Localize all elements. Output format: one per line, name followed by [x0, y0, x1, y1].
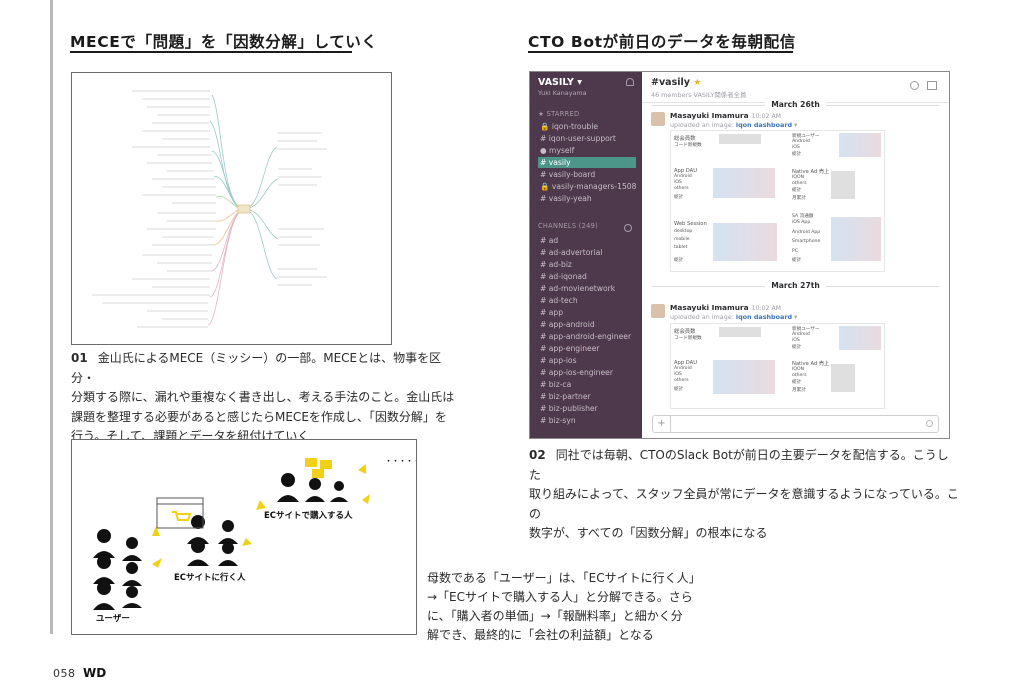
message-time: 10:02 AM: [751, 305, 782, 312]
sidebar-item-iqon-trouble[interactable]: 🔒 iqon-trouble: [540, 122, 598, 131]
sidebar-item-channel[interactable]: # biz-ca: [540, 380, 572, 389]
sidebar-item-channel[interactable]: # ad-biz: [540, 260, 572, 269]
sidebar-item-myself[interactable]: ● myself: [540, 146, 575, 155]
mece-mindmap: [92, 90, 327, 328]
caption-01-line: 分類する際に、漏れや重複なく書き出し、考える手法のこと。金山氏は: [71, 390, 455, 404]
caption-01-number: 01: [71, 351, 88, 365]
sidebar-item-iqon-user-support[interactable]: # iqon-user-support: [540, 134, 616, 143]
user-funnel-diagram: ユーザー ECサイトに行く人 ECサイトで購入する人 ・・・・・: [71, 439, 417, 635]
message-upload-note: uploaded an image: iqon dashboard ▾: [670, 313, 798, 321]
caption-01-line: 金山氏によるMECE（ミッシー）の一部。MECEとは、物事を区分・: [71, 351, 442, 385]
sidebar-item-channel[interactable]: # app-ios-engineer: [540, 368, 613, 377]
dashboard-image[interactable]: 総会員数 コード新規数 新規ユーザー Android iOS 総計 App DA…: [670, 323, 885, 409]
sidebar-item-vasily-managers[interactable]: 🔒 vasily-managers-1508: [540, 182, 637, 191]
sidebar-item-channel[interactable]: # ad-iqonad: [540, 272, 587, 281]
star-icon[interactable]: ★: [693, 78, 702, 88]
gear-icon[interactable]: [910, 81, 919, 90]
sidebar-item-channel[interactable]: # app-ios: [540, 356, 577, 365]
avatar[interactable]: [651, 304, 665, 318]
heading-mece: MECEで「問題」を「因数分解」していく: [70, 33, 378, 51]
label-users: ユーザー: [96, 614, 130, 624]
caption-02-number: 02: [529, 448, 546, 462]
add-channel-icon[interactable]: [624, 224, 632, 232]
page-number: 058: [53, 667, 76, 680]
sidebar-item-channel[interactable]: # ad-movienetwork: [540, 284, 616, 293]
message-upload-note: uploaded an image: iqon dashboard ▾: [670, 121, 798, 129]
attachment-link[interactable]: iqon dashboard: [735, 121, 793, 129]
sidebar-item-channel[interactable]: # biz-publisher: [540, 404, 598, 413]
sidebar-item-channel[interactable]: # app-engineer: [540, 344, 600, 353]
date-separator: March 26th: [642, 100, 949, 109]
caption-02-line: 取り組みによって、スタッフ全員が常にデータを意識するようになっている。この: [529, 487, 959, 521]
plus-icon[interactable]: +: [653, 416, 671, 432]
slack-window: VASILY ▾ Yuki Kanayama ★ STARRED 🔒 iqon-…: [529, 71, 950, 439]
message-time: 10:02 AM: [751, 113, 782, 120]
avatar[interactable]: [651, 112, 665, 126]
sidebar-item-channel[interactable]: # ad-tech: [540, 296, 578, 305]
caption-diagram: 母数である「ユーザー」は、「ECサイトに行く人」 →「ECサイトで購入する人」と…: [427, 569, 701, 645]
heading-cto-bot: CTO Botが前日のデータを毎朝配信: [528, 33, 796, 51]
sidebar-item-channel[interactable]: # biz-syn: [540, 416, 576, 425]
sidebar-item-channel[interactable]: # app-android: [540, 320, 595, 329]
caption-02-line: 数字が、すべての「因数分解」の根本になる: [529, 526, 768, 540]
caption-diagram-line: 解でき、最終的に「会社の利益額」となる: [427, 628, 654, 642]
caption-diagram-line: →「ECサイトで購入する人」と分解できる。さら: [427, 590, 693, 604]
caption-diagram-line: 母数である「ユーザー」は、「ECサイトに行く人」: [427, 571, 701, 585]
sidebar-item-channel[interactable]: # app-android-engineer: [540, 332, 632, 341]
page-left-rule: [50, 0, 53, 634]
label-ec-visitors: ECサイトに行く人: [174, 573, 246, 583]
emoji-icon[interactable]: [926, 420, 933, 427]
heading-mece-underline: [70, 51, 352, 53]
mece-mindmap-figure: [71, 72, 392, 345]
date-separator: March 27th: [642, 281, 949, 290]
caption-01-line: 課題を整理する必要があると感じたらMECEを作成し、「因数分解」を: [71, 409, 447, 424]
magazine-logo: WD: [83, 666, 107, 680]
label-ellipsis: ・・・・・: [385, 457, 417, 465]
sidebar-item-vasily-board[interactable]: # vasily-board: [540, 170, 596, 179]
channel-meta: 46 members VASILY関係者全員: [651, 91, 747, 99]
dashboard-image[interactable]: 総会員数 コード新規数 新規ユーザー Android iOS 総計 App DA…: [670, 130, 885, 272]
caption-02-line: 同社では毎朝、CTOのSlack Botが前日の主要データを配信する。こうした: [529, 448, 949, 482]
attachment-link[interactable]: iqon dashboard: [735, 313, 793, 321]
sidebar-item-channel[interactable]: # biz-partner: [540, 392, 591, 401]
heading-cto-bot-underline: [528, 51, 793, 53]
sidebar-item-vasily-yeah[interactable]: # vasily-yeah: [540, 194, 592, 203]
slack-channel-view: #vasily ★ 46 members VASILY関係者全員 March 2…: [642, 72, 949, 438]
sidebar-toggle-icon[interactable]: [927, 81, 937, 90]
slack-sidebar: VASILY ▾ Yuki Kanayama ★ STARRED 🔒 iqon-…: [530, 72, 642, 438]
starred-label: ★ STARRED: [538, 110, 580, 118]
sidebar-item-channel[interactable]: # ad: [540, 236, 559, 245]
channels-label: CHANNELS (249): [538, 222, 598, 230]
bell-icon[interactable]: [626, 78, 634, 86]
workspace-name[interactable]: VASILY ▾: [538, 77, 582, 88]
sidebar-item-channel[interactable]: # app: [540, 308, 564, 317]
channel-title: #vasily ★: [651, 77, 702, 88]
message-input[interactable]: +: [652, 415, 939, 433]
workspace-user: Yuki Kanayama: [538, 89, 587, 97]
sidebar-item-channel[interactable]: # ad-advertorial: [540, 248, 603, 257]
caption-diagram-line: に、「購入者の単価」→「報酬料率」と細かく分: [427, 609, 683, 623]
funnel-illustration: [93, 458, 370, 610]
label-ec-buyers: ECサイトで購入する人: [264, 511, 353, 521]
sidebar-item-vasily[interactable]: # vasily: [538, 157, 636, 168]
